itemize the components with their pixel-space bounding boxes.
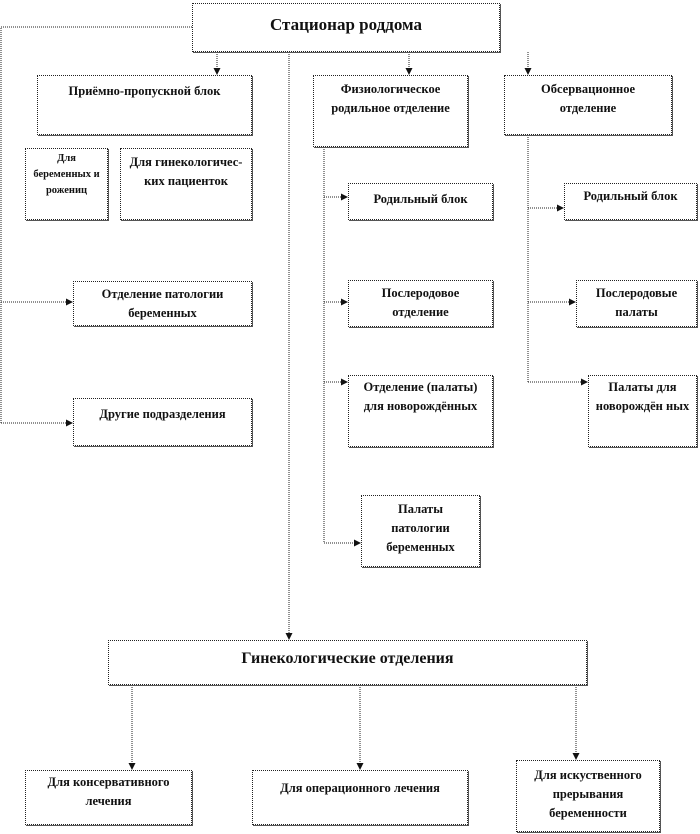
other-box: Другие подразделения [73, 398, 252, 446]
observational-label: Обсервационное отделение [540, 82, 636, 115]
phys-item-box: Отделение (палаты) для новорождённых [348, 375, 493, 447]
connector-left-trunk [0, 26, 192, 423]
admission-pregnant-label: Для беременных и рожениц [33, 153, 100, 196]
admission-gyn-label: Для гинекологичес-ких пациенток [129, 155, 243, 188]
obs-item-box: Родильный блок [564, 183, 697, 220]
phys-item-label: Послеродовое отделение [381, 286, 460, 319]
admission-pregnant-box: Для беременных и рожениц [25, 148, 108, 220]
pathology-box: Отделение патологии беременных [73, 281, 252, 326]
admission-label: Приёмно-пропускной блок [68, 84, 221, 98]
observational-box: Обсервационное отделение [504, 75, 672, 135]
gyn-item-box: Для консервативного лечения [25, 770, 192, 825]
phys-item-box: Родильный блок [348, 183, 493, 220]
admission-gyn-box: Для гинекологичес-ких пациенток [120, 148, 252, 220]
admission-box: Приёмно-пропускной блок [37, 75, 252, 135]
phys-item-label: Палаты патологии беременных [386, 502, 455, 554]
physiological-box: Физиологическое родильное отделение [313, 75, 468, 147]
gyn-item-label: Для консервативного лечения [47, 775, 170, 808]
pathology-label: Отделение патологии беременных [101, 287, 224, 320]
obs-item-label: Родильный блок [583, 189, 678, 203]
gynecology-label: Гинекологические отделения [241, 650, 454, 667]
phys-item-box: Палаты патологии беременных [361, 495, 480, 567]
phys-item-box: Послеродовое отделение [348, 280, 493, 327]
other-label: Другие подразделения [99, 407, 226, 421]
obs-item-label: Палаты для новорождён ных [595, 380, 690, 413]
physiological-label: Физиологическое родильное отделение [331, 82, 450, 115]
obs-item-box: Палаты для новорождён ных [588, 375, 697, 447]
phys-item-label: Отделение (палаты) для новорождённых [363, 380, 478, 413]
gyn-item-box: Для искуственного прерывания беременност… [516, 760, 660, 832]
gyn-item-box: Для операционного лечения [252, 770, 468, 825]
gyn-item-label: Для искуственного прерывания беременност… [534, 768, 642, 820]
root-box: Стационар роддома [192, 3, 500, 52]
obs-item-label: Послеродовые палаты [595, 286, 678, 319]
root-label: Стационар роддома [269, 15, 422, 34]
gynecology-box: Гинекологические отделения [108, 640, 587, 685]
phys-item-label: Родильный блок [373, 192, 468, 206]
obs-item-box: Послеродовые палаты [576, 280, 697, 327]
gyn-item-label: Для операционного лечения [280, 781, 440, 795]
